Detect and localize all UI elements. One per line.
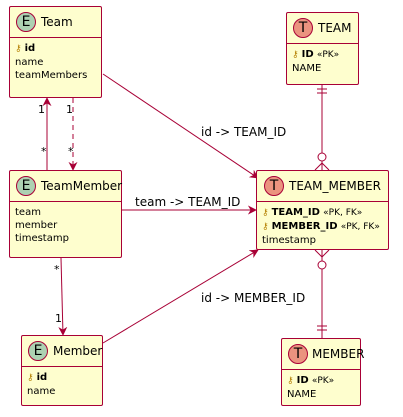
association-line-teammember-to-member	[58, 257, 68, 336]
table-column-key: ⚷MEMBER_ID «PK, FK»	[262, 221, 380, 232]
table-column: NAME	[292, 63, 322, 74]
relation-label-teammember: team -> TEAM_ID	[135, 195, 241, 209]
table-title: TEAM	[318, 21, 352, 35]
multiplicity-member-side: 1	[55, 312, 62, 325]
relation-label-member: id -> MEMBER_ID	[201, 291, 306, 305]
entity-attribute: timestamp	[15, 233, 69, 244]
er-zero-mark-top	[317, 152, 327, 162]
entity-teammember[interactable]: E TeamMember team member timestamp	[9, 170, 122, 258]
table-badge-icon: T	[293, 18, 313, 38]
key-icon: ⚷	[292, 50, 299, 60]
table-badge-icon: T	[264, 176, 284, 196]
table-column-key: ⚷ID «PK»	[287, 375, 335, 386]
table-team-header: T TEAM	[287, 13, 358, 44]
key-icon: ⚷	[27, 373, 34, 383]
er-crowfoot-bottom	[314, 249, 330, 258]
table-title: TEAM_MEMBER	[289, 179, 381, 193]
table-team-member-header: T TEAM_MEMBER	[257, 171, 388, 202]
key-icon: ⚷	[262, 208, 269, 218]
key-icon: ⚷	[262, 222, 269, 232]
table-team-member[interactable]: T TEAM_MEMBER ⚷TEAM_ID «PK, FK» ⚷MEMBER_…	[256, 170, 389, 250]
table-member-header: T MEMBER	[282, 339, 364, 370]
multiplicity-team-dashed: 1	[66, 103, 73, 116]
entity-title: Member	[53, 344, 103, 358]
er-crowfoot-top	[314, 162, 330, 171]
entity-attribute: teamMembers	[15, 70, 88, 81]
relation-line-member-to-team-member	[102, 249, 259, 344]
multiplicity-teammember-side: *	[41, 145, 47, 158]
table-title: MEMBER	[312, 347, 365, 361]
table-member[interactable]: T MEMBER ⚷ID «PK» NAME	[281, 338, 364, 406]
key-icon: ⚷	[287, 376, 294, 386]
entity-attribute: member	[15, 220, 58, 231]
entity-badge-icon: E	[16, 176, 36, 196]
key-icon: ⚷	[15, 44, 22, 54]
entity-badge-icon: E	[16, 12, 36, 32]
relation-label-team: id -> TEAM_ID	[201, 125, 287, 139]
entity-attribute-key: ⚷id	[27, 372, 48, 383]
multiplicity-teammember-dashed: *	[68, 145, 74, 158]
multiplicity-teammember-to-member: *	[54, 263, 60, 276]
entity-badge-icon: E	[28, 341, 48, 361]
table-team[interactable]: T TEAM ⚷ID «PK» NAME	[286, 12, 359, 85]
table-column-key: ⚷TEAM_ID «PK, FK»	[262, 207, 363, 218]
entity-attribute: name	[15, 57, 44, 68]
multiplicity-team-side: 1	[38, 103, 45, 116]
entity-member[interactable]: E Member ⚷id name	[21, 335, 103, 406]
entity-title: TeamMember	[41, 179, 123, 193]
table-column: timestamp	[262, 235, 316, 246]
entity-member-header: E Member	[22, 336, 102, 367]
entity-title: Team	[41, 15, 73, 29]
entity-attribute-key: ⚷id	[15, 43, 36, 54]
entity-attribute: team	[15, 207, 41, 218]
entity-team-header: E Team	[10, 7, 101, 38]
entity-attribute: name	[27, 386, 56, 397]
entity-teammember-header: E TeamMember	[10, 171, 123, 202]
entity-team[interactable]: E Team ⚷id name teamMembers	[9, 6, 102, 98]
table-badge-icon: T	[288, 344, 308, 364]
relation-line-team-to-team-member	[102, 73, 259, 179]
er-zero-mark-bottom	[317, 260, 327, 270]
table-column: NAME	[287, 389, 317, 400]
table-column-key: ⚷ID «PK»	[292, 49, 340, 60]
